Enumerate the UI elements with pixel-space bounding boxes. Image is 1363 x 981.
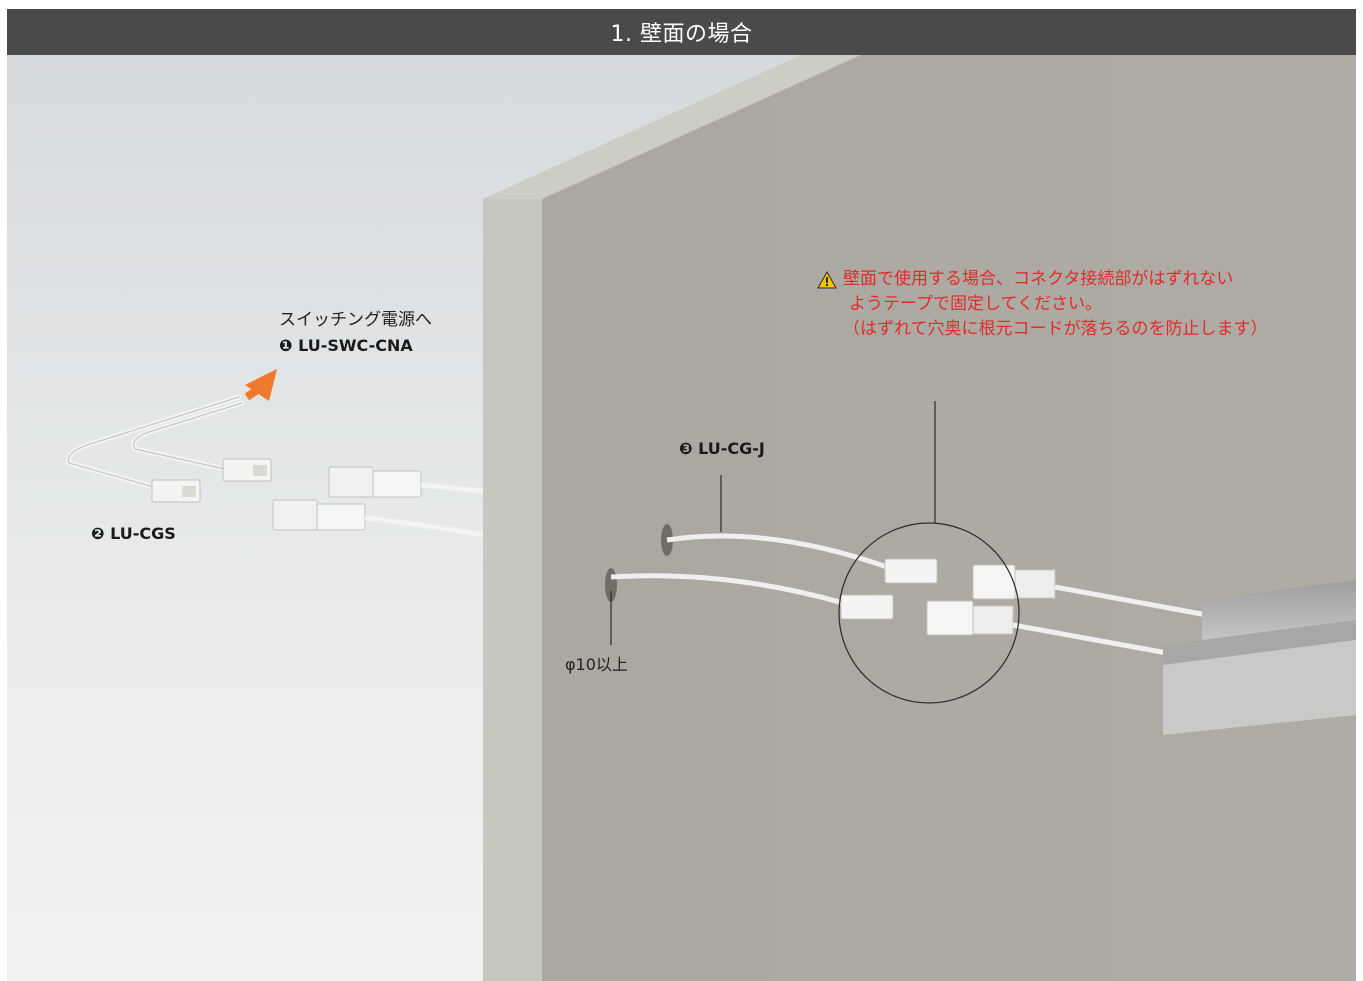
label-item1: ❶ LU-SWC-CNA — [279, 336, 413, 355]
callout-circle — [838, 401, 1020, 704]
warning-line-2: ようテープで固定してください。 — [849, 294, 1102, 314]
led-rails — [1163, 580, 1356, 735]
warning-triangle-icon — [817, 270, 837, 288]
diagram-stage: 1. 壁面の場合 — [7, 9, 1356, 981]
warning-line-1: 壁面で使用する場合、コネクタ接続部がはずれない — [843, 269, 1234, 289]
label-item3: ❸ LU-CG-J — [679, 439, 765, 458]
wall-connectors — [840, 558, 1208, 656]
label-item2: ❷ LU-CGS — [91, 524, 176, 543]
cable-lu-swc-cna — [65, 394, 245, 491]
wall-cables — [610, 533, 888, 606]
warning-note: 壁面で使用する場合、コネクタ接続部がはずれない ようテープで固定してください。 … — [817, 267, 1268, 342]
wall-panel — [483, 54, 1356, 981]
arrow-to-power-icon — [244, 369, 277, 401]
connector-pair-left — [272, 466, 484, 538]
label-hole-size: φ10以上 — [565, 655, 628, 674]
installation-drawing — [7, 54, 1356, 981]
connector-lu-cgs — [151, 458, 272, 503]
warning-line-3: （はずれて穴奥に根元コードが落ちるのを防止します） — [843, 319, 1268, 339]
illustration: スイッチング電源へ ❶ LU-SWC-CNA ❷ LU-CGS ❸ LU-CG-… — [7, 54, 1356, 981]
header-bar: 1. 壁面の場合 — [7, 9, 1356, 55]
label-power-to: スイッチング電源へ — [279, 310, 432, 330]
header-title: 1. 壁面の場合 — [610, 22, 753, 47]
